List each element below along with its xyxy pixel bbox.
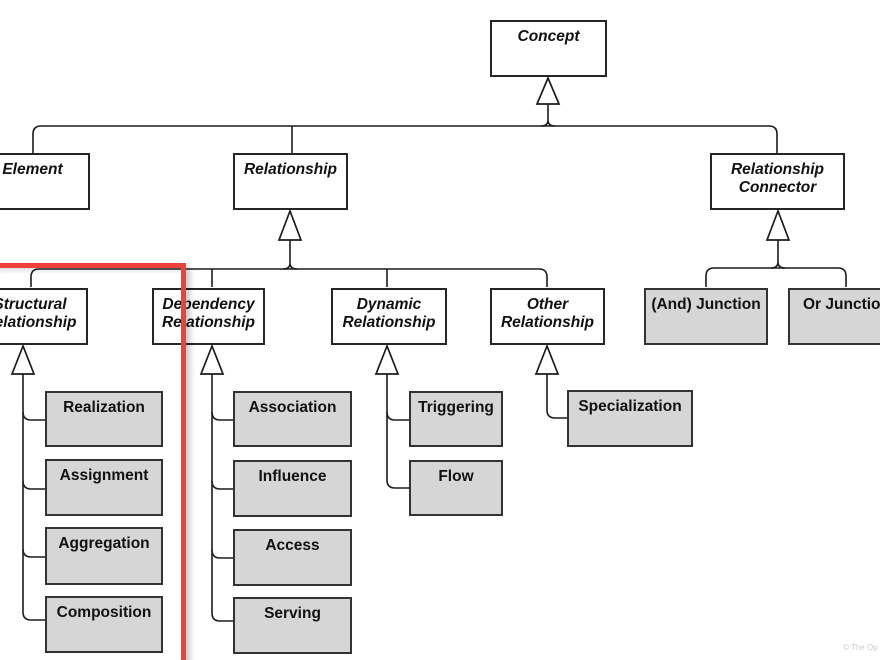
node-realization-label: Realization — [63, 399, 145, 416]
node-concept: Concept — [490, 20, 607, 77]
edge-elbow-realization — [22, 411, 45, 421]
node-or-junction-label: Or Junction — [803, 296, 880, 313]
node-flow-label: Flow — [438, 468, 474, 485]
edge-elbow-access — [211, 549, 233, 559]
node-structural-relationship-label: Structural Relationship — [0, 296, 77, 331]
node-aggregation-label: Aggregation — [58, 535, 150, 552]
generalization-arrow-other — [534, 343, 560, 375]
generalization-arrow-dynamic — [374, 343, 400, 375]
edge-trunk-other — [546, 374, 567, 419]
node-access-label: Access — [265, 537, 320, 554]
node-association-label: Association — [248, 399, 337, 416]
node-composition: Composition — [45, 596, 163, 653]
node-relationship-label: Relationship — [243, 161, 337, 178]
node-triggering: Triggering — [409, 391, 503, 447]
node-access: Access — [233, 529, 352, 586]
edge-bus-connector-children — [705, 267, 847, 287]
highlight-rectangle — [0, 263, 186, 660]
edge-stem-concept — [540, 104, 556, 127]
node-or-junction: Or Junction — [788, 288, 880, 345]
node-dynamic-relationship-label: Dynamic Relationship — [342, 296, 436, 331]
node-relationship-connector-label: Relationship Connector — [730, 161, 824, 196]
edge-bus-concept-children — [32, 125, 778, 153]
edge-trunk-dependency — [211, 374, 233, 622]
generalization-arrow-concept — [535, 75, 561, 105]
node-assignment: Assignment — [45, 459, 163, 516]
edge-trunk-dynamic — [386, 374, 409, 489]
node-relationship: Relationship — [233, 153, 348, 210]
edge-elbow-influence — [211, 480, 233, 490]
node-structural-relationship: Structural Relationship — [0, 288, 88, 345]
edge-bus-relationship-children — [30, 268, 548, 287]
node-assignment-label: Assignment — [59, 467, 149, 484]
node-influence: Influence — [233, 460, 352, 517]
node-and-junction: (And) Junction — [644, 288, 768, 345]
watermark-text: © The Op — [843, 643, 878, 652]
node-triggering-label: Triggering — [418, 399, 494, 416]
edge-stem-relationship — [282, 240, 298, 270]
node-dependency-relationship: Dependency Relationship — [152, 288, 265, 345]
edge-elbow-association — [211, 411, 233, 421]
node-other-relationship: Other Relationship — [490, 288, 605, 345]
node-realization: Realization — [45, 391, 163, 447]
generalization-arrow-connector — [765, 208, 791, 241]
node-composition-label: Composition — [56, 604, 152, 621]
node-influence-label: Influence — [258, 468, 327, 485]
edge-stem-connector — [770, 240, 786, 269]
generalization-arrow-dependency — [199, 343, 225, 375]
node-concept-label: Concept — [517, 28, 580, 45]
node-specialization-label: Specialization — [578, 398, 682, 415]
node-specialization: Specialization — [567, 390, 693, 447]
node-and-junction-label: (And) Junction — [651, 296, 761, 313]
node-aggregation: Aggregation — [45, 527, 163, 585]
node-flow: Flow — [409, 460, 503, 516]
edge-trunk-structural — [22, 374, 45, 621]
node-relationship-connector: Relationship Connector — [710, 153, 845, 210]
generalization-arrow-relationship — [277, 208, 303, 241]
edge-elbow-assignment — [22, 480, 45, 490]
edge-elbow-triggering — [386, 411, 409, 421]
node-serving-label: Serving — [264, 605, 321, 622]
edge-elbow-aggregation — [22, 548, 45, 558]
node-serving: Serving — [233, 597, 352, 654]
generalization-arrow-structural — [10, 343, 36, 375]
node-association: Association — [233, 391, 352, 447]
node-element-label: Element — [2, 161, 63, 178]
node-other-relationship-label: Other Relationship — [500, 296, 594, 331]
node-dynamic-relationship: Dynamic Relationship — [331, 288, 447, 345]
node-element: Element — [0, 153, 90, 210]
